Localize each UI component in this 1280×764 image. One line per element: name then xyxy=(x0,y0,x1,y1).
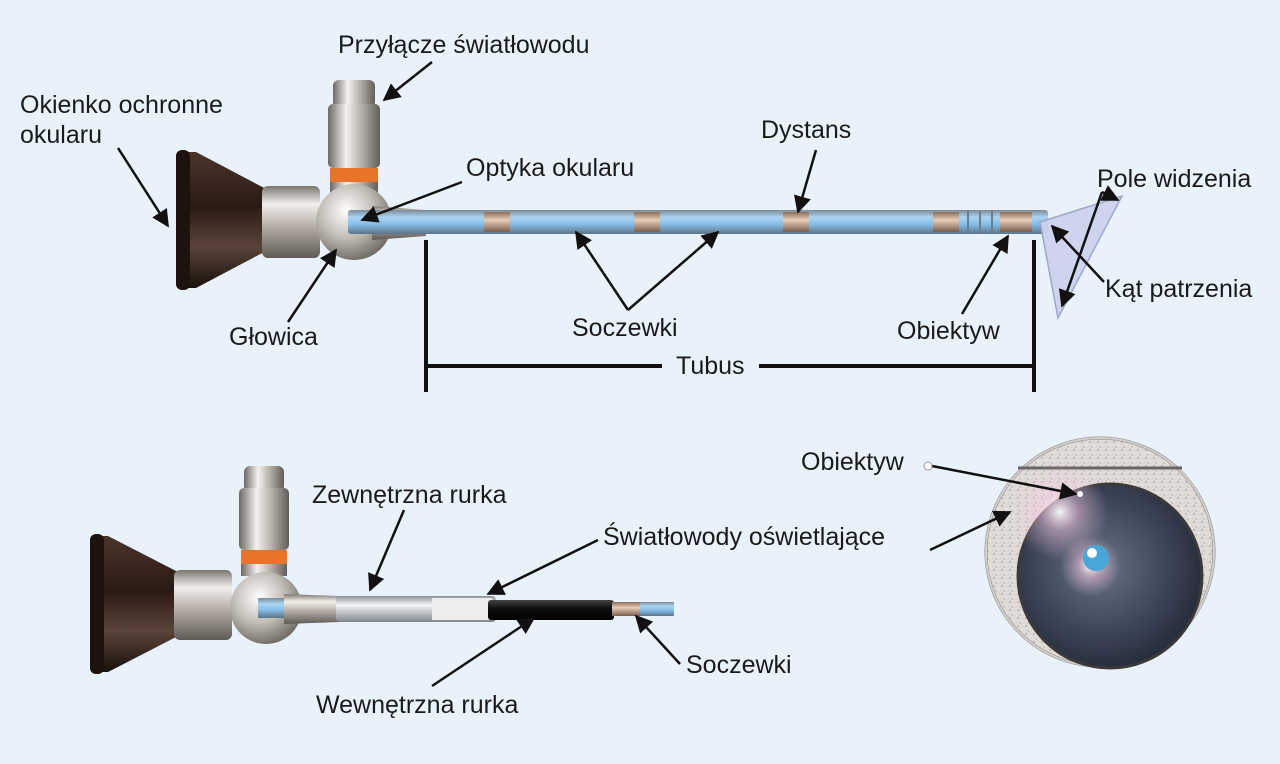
label-okienko-line1: Okienko ochronne xyxy=(20,91,223,119)
label-tubus: Tubus xyxy=(662,351,759,381)
label-soczewki-top: Soczewki xyxy=(572,314,678,342)
label-zewnetrzna-rurka: Zewnętrzna rurka xyxy=(312,481,507,509)
label-obiektyw-bottom: Obiektyw xyxy=(801,448,904,476)
top-annotation-lines xyxy=(116,61,1120,323)
inner-tube xyxy=(488,600,614,620)
label-dot xyxy=(923,461,933,471)
tip-spacer xyxy=(612,602,640,616)
lens-separators xyxy=(967,211,993,233)
spacer xyxy=(634,212,660,232)
label-swiatlowody: Światłowody oświetlające xyxy=(603,523,886,551)
top-endoscope xyxy=(176,80,1124,392)
label-przylacze: Przyłącze światłowodu xyxy=(338,31,590,59)
spacer xyxy=(783,212,809,232)
head-collar xyxy=(262,186,320,258)
endoscope-tube-icon xyxy=(348,210,1048,234)
label-soczewki-bottom: Soczewki xyxy=(686,651,792,679)
light-fibres xyxy=(432,598,492,620)
label-okienko-line2: okularu xyxy=(20,121,102,149)
label-pole-widzenia: Pole widzenia xyxy=(1097,165,1252,193)
head-collar xyxy=(174,570,232,640)
label-optyka: Optyka okularu xyxy=(466,154,635,182)
eyepiece-icon xyxy=(176,150,268,290)
label-glowica: Głowica xyxy=(229,323,318,351)
label-kat-patrzenia: Kąt patrzenia xyxy=(1105,275,1253,303)
bottom-annotation-lines xyxy=(368,509,681,688)
objective-cross-section-icon xyxy=(984,436,1216,670)
bottom-endoscope xyxy=(90,466,674,674)
shaft-taper xyxy=(284,594,340,624)
cross-section-annotation-lines xyxy=(929,464,1078,552)
objective-spacer xyxy=(1000,212,1032,232)
spacer xyxy=(933,212,959,232)
light-connector-icon xyxy=(328,80,380,194)
spacer xyxy=(484,212,510,232)
label-dystans: Dystans xyxy=(761,116,852,144)
label-obiektyw-top: Obiektyw xyxy=(897,317,1000,345)
light-connector-icon xyxy=(239,466,289,576)
label-wewnetrzna-rurka: Wewnętrzna rurka xyxy=(316,691,519,719)
eyepiece-icon xyxy=(90,534,178,674)
